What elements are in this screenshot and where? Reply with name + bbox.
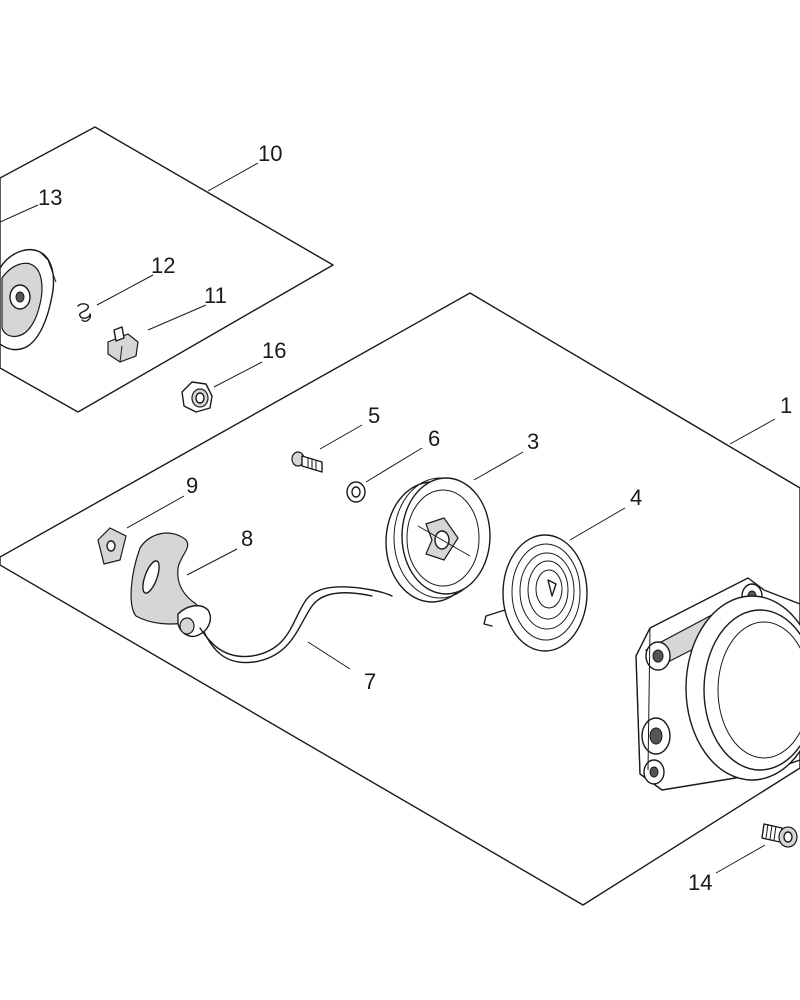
part-9-handle-insert — [97, 527, 127, 565]
part-16-nut — [181, 381, 213, 413]
part-14-bolt — [761, 823, 798, 848]
part-4-recoil-spring — [483, 534, 588, 652]
part-3-rope-reel — [385, 477, 491, 603]
label-part-9: 9 — [186, 473, 198, 498]
label-part-6: 6 — [428, 426, 440, 451]
part-12-spring — [77, 303, 92, 323]
part-6-washer — [346, 481, 366, 503]
label-part-10: 10 — [258, 141, 282, 166]
leader-lines — [0, 162, 776, 874]
part-13-drive-plate — [0, 249, 57, 351]
label-part-16: 16 — [262, 338, 286, 363]
part-11-pawl — [107, 326, 139, 363]
label-part-7: 7 — [364, 669, 376, 694]
label-part-12: 12 — [151, 253, 175, 278]
part-7-starter-rope — [199, 586, 393, 664]
label-part-13: 13 — [38, 185, 62, 210]
label-part-1: 1 — [780, 393, 792, 418]
label-part-3: 3 — [527, 429, 539, 454]
part-8-starter-handle — [130, 532, 212, 638]
label-part-14: 14 — [688, 870, 712, 895]
assembly-10-outline — [0, 126, 334, 413]
part-1-starter-case — [635, 577, 800, 791]
label-part-8: 8 — [241, 526, 253, 551]
part-5-bolt — [291, 451, 323, 473]
label-part-5: 5 — [368, 403, 380, 428]
assembly-1-outline — [0, 292, 800, 906]
label-part-11: 11 — [204, 283, 227, 308]
label-part-4: 4 — [630, 485, 642, 510]
